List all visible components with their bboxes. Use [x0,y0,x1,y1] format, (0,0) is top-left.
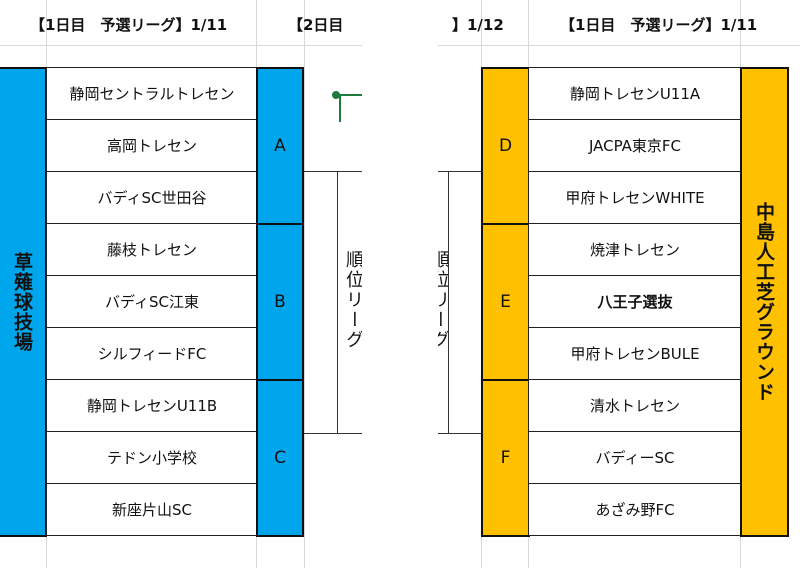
team-cell-c-1: 静岡トレセンU11B [46,379,258,432]
left-bracket-inner [337,171,362,434]
team-cell-c-2: テドン小学校 [46,431,258,484]
right-header-day1: 【1日目 予選リーグ】1/11 [560,16,758,34]
group-label-a: A [256,67,304,225]
right-bracket-inner [448,171,484,434]
team-cell-a-2: 高岡トレセン [46,119,258,172]
team-cell-f-3: あざみ野FC [528,483,742,536]
venue-kusanagi: 草薙球技場 [0,67,47,537]
left-header-day2: 【2日目 [288,16,344,34]
left-panel: 【1日目 予選リーグ】1/11 【2日目 草薙球技場 静岡セントラルトレセン高岡… [0,0,362,568]
right-panel: 戦 】1/12 【1日目 予選リーグ】1/11 順位リーグ D E F 静岡トレ… [438,0,800,568]
left-bracket [304,171,338,434]
right-header-cut: 戦 】1/12 [438,16,504,34]
group-label-b: B [256,223,304,381]
team-cell-a-3: バディSC世田谷 [46,171,258,224]
team-cell-b-2: バディSC江東 [46,275,258,328]
venue-nakajima: 中島人工芝グラウンド [740,67,789,537]
right-partial-label: 順位リーグ [438,250,448,350]
group-label-c: C [256,379,304,537]
left-partial-label: 順位リーグ [344,250,362,350]
team-cell-a-1: 静岡セントラルトレセン [46,67,258,120]
connector-dot [332,91,340,99]
group-label-d: D [481,67,530,225]
team-cell-f-2: バディーSC [528,431,742,484]
connector-line [339,94,362,122]
team-cell-c-3: 新座片山SC [46,483,258,536]
team-cell-d-1: 静岡トレセンU11A [528,67,742,120]
group-label-e: E [481,223,530,381]
team-cell-e-1: 焼津トレセン [528,223,742,276]
team-cell-e-3: 甲府トレセンBULE [528,327,742,380]
team-cell-d-3: 甲府トレセンWHITE [528,171,742,224]
team-cell-b-3: シルフィードFC [46,327,258,380]
team-cell-b-1: 藤枝トレセン [46,223,258,276]
team-cell-f-1: 清水トレセン [528,379,742,432]
left-header-day1: 【1日目 予選リーグ】1/11 [30,16,228,34]
group-label-f: F [481,379,530,537]
team-cell-d-2: JACPA東京FC [528,119,742,172]
team-cell-e-2: 八王子選抜 [528,275,742,328]
